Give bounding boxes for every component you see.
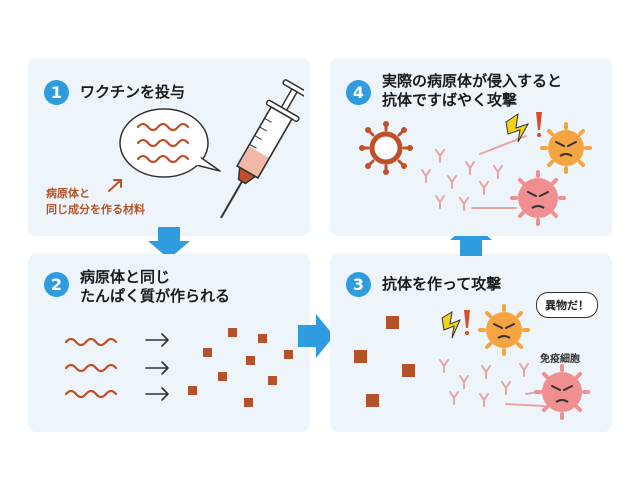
right-arrow-icon	[298, 314, 334, 358]
material-caption-line1: 病原体と	[46, 187, 90, 200]
virus-icon	[359, 121, 413, 175]
step-title-line2: 抗体ですばやく攻撃	[382, 91, 518, 109]
step-2-panel: 2 病原体と同じ たんぱく質が作られる	[28, 254, 310, 432]
step-title: ワクチンを投与	[80, 83, 186, 101]
step-number: 3	[346, 272, 371, 297]
translation-diagram	[64, 328, 293, 407]
lightning-icon	[441, 310, 470, 339]
step-title-line1: 実際の病原体が侵入すると	[382, 72, 563, 90]
antibody-icon	[421, 135, 527, 211]
immune-cell-label: 免疫細胞	[540, 354, 580, 365]
pathogen-icon	[510, 170, 566, 226]
step-title-line1: 病原体と同じ	[80, 268, 171, 286]
mrna-wave-icon	[136, 122, 190, 164]
step-title-line2: たんぱく質が作られる	[80, 287, 231, 305]
down-arrow-icon	[148, 227, 190, 259]
syringe-icon	[220, 79, 304, 219]
mrna-wave-icon	[64, 337, 118, 399]
step-3-panel: 3 抗体を作って攻撃 異物だ！ 免疫細胞	[330, 254, 612, 432]
step-title: 抗体を作って攻撃	[382, 275, 502, 293]
step-number: 1	[44, 80, 69, 105]
step-1-panel: 1 ワクチンを投与 病原体と 同じ成分を作る材料	[28, 58, 310, 236]
pathogen-icon	[534, 364, 590, 420]
thought-bubble	[119, 108, 221, 178]
material-caption-line2: 同じ成分を作る材料	[46, 203, 145, 216]
immune-cell-icon	[478, 304, 530, 356]
step-4-panel: 4 実際の病原体が侵入すると 抗体ですばやく攻撃	[330, 58, 612, 236]
step-number: 2	[44, 272, 69, 297]
speech-bubble: 異物だ！	[536, 292, 598, 318]
antibody-attack-scene	[354, 304, 590, 420]
pointer-arrow-icon	[108, 179, 122, 192]
lightning-icon	[505, 112, 542, 143]
immune-cell-icon	[540, 122, 592, 174]
protein-icon	[354, 316, 415, 407]
pathogen-invasion-scene	[359, 112, 592, 226]
up-arrow-icon	[450, 222, 492, 256]
antibody-icon	[439, 359, 563, 407]
right-arrow-icon	[145, 333, 169, 401]
step-number: 4	[346, 80, 371, 105]
protein-icon	[188, 328, 293, 407]
